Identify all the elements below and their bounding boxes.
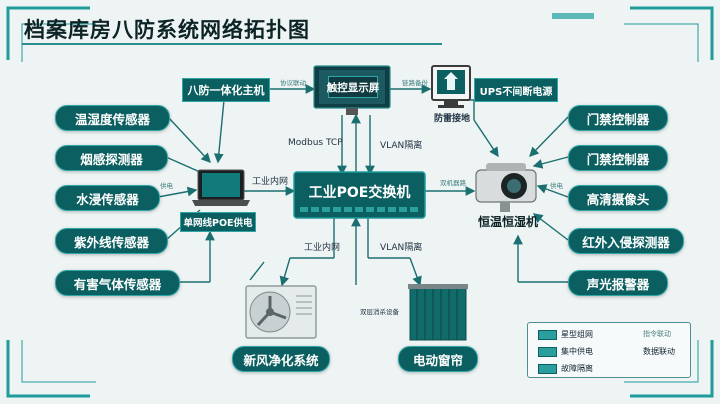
hd-camera[interactable]: 高清摄像头 [568, 185, 668, 211]
industrial-bottom-label: 工业内网 [304, 243, 341, 253]
sensor-water[interactable]: 水浸传感器 [55, 185, 160, 211]
legend-fault: 故障隔离 [538, 363, 593, 374]
sensor-harmful-gas[interactable]: 有害气体传感器 [55, 270, 180, 296]
page-title: 档案库房八防系统网络拓扑图 [24, 18, 310, 42]
sensor-temp-humidity[interactable]: 温湿度传感器 [55, 105, 170, 131]
host-unit[interactable]: 八防一体化主机 [182, 78, 270, 102]
ups-unit[interactable]: UPS不间断电源 [474, 78, 558, 102]
switch-thermo-note: 双机器路 [440, 179, 466, 187]
legend-data-link: 指令联动 [643, 330, 671, 338]
access-controller-1[interactable]: 门禁控制器 [568, 105, 668, 131]
poe-switch[interactable]: 工业POE交换机 [308, 185, 411, 201]
disinfection-note: 双层消杀设备 [360, 308, 399, 316]
curtain [408, 284, 468, 341]
sensor-uv[interactable]: 紫外线传感器 [55, 228, 168, 254]
vlan-top-label: VLAN隔离 [380, 141, 423, 151]
host-touch-note: 协议联动 [280, 79, 306, 87]
sound-light-alarm[interactable]: 声光报警器 [568, 270, 668, 296]
legend-swatch-icon [538, 363, 557, 374]
access-controller-2[interactable]: 门禁控制器 [568, 145, 668, 171]
frame-corners [6, 6, 714, 398]
legend: 星型组网 集中供电 故障隔离 指令联动 数据联动 [527, 322, 691, 378]
switch-body [293, 171, 426, 219]
fresh-air-unit [245, 285, 317, 339]
industrial-top-label: 工业内网 [252, 177, 289, 187]
modbus-label: Modbus TCP [288, 138, 343, 148]
sensor-smoke[interactable]: 烟感探测器 [55, 145, 168, 171]
fresh-air-system[interactable]: 新风净化系统 [232, 346, 330, 372]
legend-swatch-icon [538, 346, 557, 357]
ups-monitor [431, 65, 471, 108]
poe-power-label: 单网线POE供电 [180, 212, 256, 232]
legend-central: 集中供电 [538, 346, 593, 357]
left-power-note: 供电 [160, 182, 173, 190]
legend-swatch-icon [538, 329, 557, 340]
legend-interlock: 数据联动 [643, 347, 675, 356]
infrared-detector[interactable]: 红外入侵探测器 [568, 228, 684, 254]
thermo-unit-label[interactable]: 恒温恒湿机 [478, 215, 539, 229]
laptop [192, 169, 250, 206]
touch-ups-note: 链路备份 [402, 79, 428, 87]
electric-curtain[interactable]: 电动窗帘 [398, 346, 478, 372]
right-power-note: 供电 [550, 182, 563, 190]
camera [475, 163, 537, 212]
vlan-bottom-label: VLAN隔离 [380, 243, 423, 253]
legend-star: 星型组网 [538, 329, 593, 340]
grounding-label: 防雷接地 [434, 114, 471, 124]
touch-screen[interactable]: 触控显示屏 [327, 76, 379, 98]
